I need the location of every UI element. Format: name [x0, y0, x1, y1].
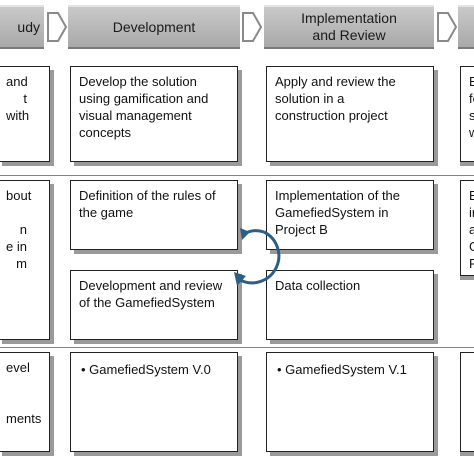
- chevron-right-icon: [242, 12, 263, 42]
- chevron-right-icon: [47, 12, 68, 42]
- phase-study-label: udy: [17, 18, 40, 35]
- row-divider-1: [0, 175, 474, 176]
- phase-study: udy: [0, 5, 44, 49]
- chevron-right-icon: [437, 12, 458, 42]
- row-divider-2: [0, 347, 474, 348]
- cycle-arrow-icon: [234, 228, 281, 286]
- activity-box-implementation: Implementation of the GamefiedSystem in …: [266, 180, 434, 250]
- output-box-study: evel ments: [0, 352, 50, 452]
- phase-next: [458, 5, 474, 49]
- phase-development: Development: [68, 5, 240, 49]
- goal-box-development: Develop the solution using gamification …: [70, 66, 238, 162]
- phase-implementation: Implementation and Review: [264, 5, 434, 49]
- activity-box-study: bout n e in m: [0, 180, 50, 340]
- activity-box-next: E in a G P: [460, 180, 474, 276]
- output-box-v0: • GamefiedSystem V.0: [70, 352, 238, 452]
- activity-box-gamefied-review: Development and review of the GamefiedSy…: [70, 270, 238, 340]
- output-box-next: [460, 352, 474, 452]
- activity-box-rules: Definition of the rules of the game: [70, 180, 238, 250]
- goal-box-next: E fc s w: [460, 66, 474, 162]
- phase-implementation-label: Implementation and Review: [301, 10, 397, 43]
- activity-box-data-collection: Data collection: [266, 270, 434, 340]
- output-box-v1: • GamefiedSystem V.1: [266, 352, 434, 452]
- goal-box-study: and t with: [0, 66, 50, 162]
- phase-development-label: Development: [112, 18, 196, 35]
- goal-box-implementation: Apply and review the solution in a const…: [266, 66, 434, 162]
